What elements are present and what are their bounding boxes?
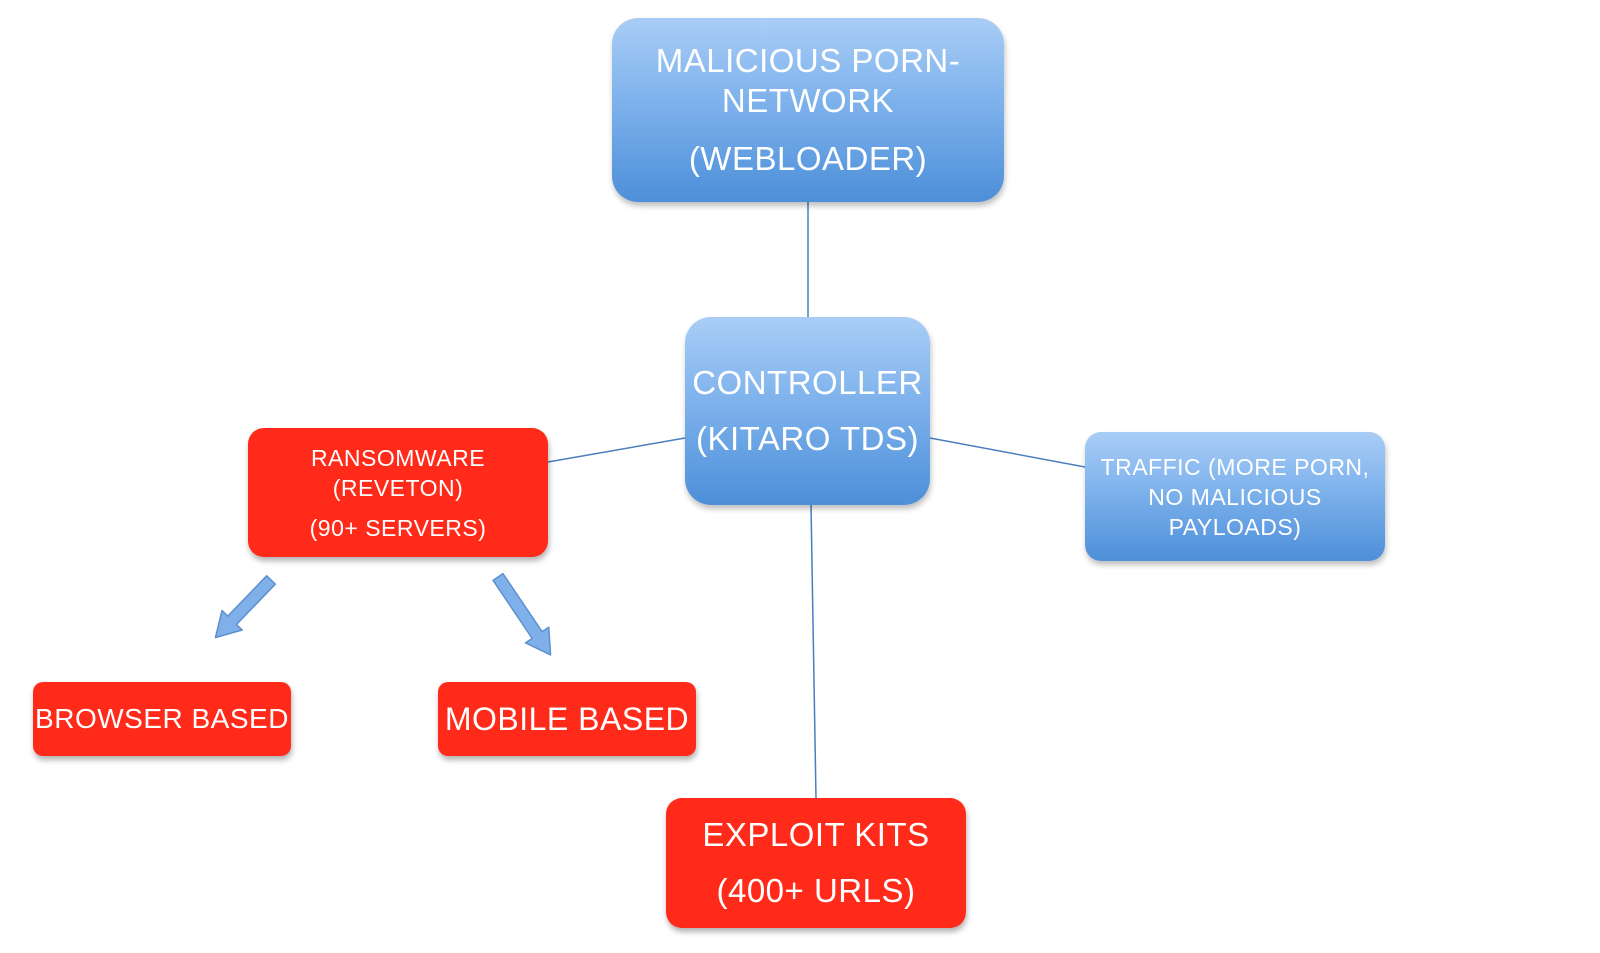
- node-controller-line1: CONTROLLER: [692, 364, 923, 401]
- node-exploit-kits: EXPLOIT KITS (400+ URLS): [666, 798, 966, 928]
- node-traffic-line1: TRAFFIC (MORE PORN,: [1100, 453, 1370, 480]
- arrow-to-browser: [214, 575, 277, 639]
- node-webloader-line2: NETWORK: [721, 82, 895, 119]
- node-webloader-line3: (WEBLOADER): [688, 140, 928, 177]
- connector-controller-exploit: [810, 504, 817, 799]
- node-ransomware: RANSOMWARE (REVETON) (90+ SERVERS): [248, 428, 548, 557]
- node-traffic-line3: PAYLOADS): [1168, 513, 1302, 540]
- node-webloader: MALICIOUS PORN- NETWORK (WEBLOADER): [612, 18, 1004, 202]
- node-controller-line2: (KITARO TDS): [696, 420, 919, 457]
- node-traffic-line2: NO MALICIOUS: [1148, 483, 1322, 510]
- node-controller: CONTROLLER (KITARO TDS): [685, 317, 930, 505]
- node-exploit-line2: (400+ URLS): [716, 872, 916, 909]
- node-mobile-label: MOBILE BASED: [444, 700, 690, 737]
- arrow-to-mobile: [492, 572, 552, 656]
- node-exploit-line1: EXPLOIT KITS: [702, 816, 930, 853]
- connector-controller-traffic: [929, 437, 1086, 468]
- node-mobile-based: MOBILE BASED: [438, 682, 696, 756]
- connector-controller-ransomware: [547, 437, 686, 463]
- node-browser-based: BROWSER BASED: [33, 682, 291, 756]
- node-webloader-line1: MALICIOUS PORN-: [655, 42, 961, 79]
- node-ransomware-line3: (90+ SERVERS): [309, 514, 487, 541]
- node-browser-label: BROWSER BASED: [35, 703, 289, 734]
- node-traffic: TRAFFIC (MORE PORN, NO MALICIOUS PAYLOAD…: [1085, 432, 1385, 561]
- node-ransomware-line1: RANSOMWARE: [310, 444, 486, 471]
- node-ransomware-line2: (REVETON): [332, 474, 464, 501]
